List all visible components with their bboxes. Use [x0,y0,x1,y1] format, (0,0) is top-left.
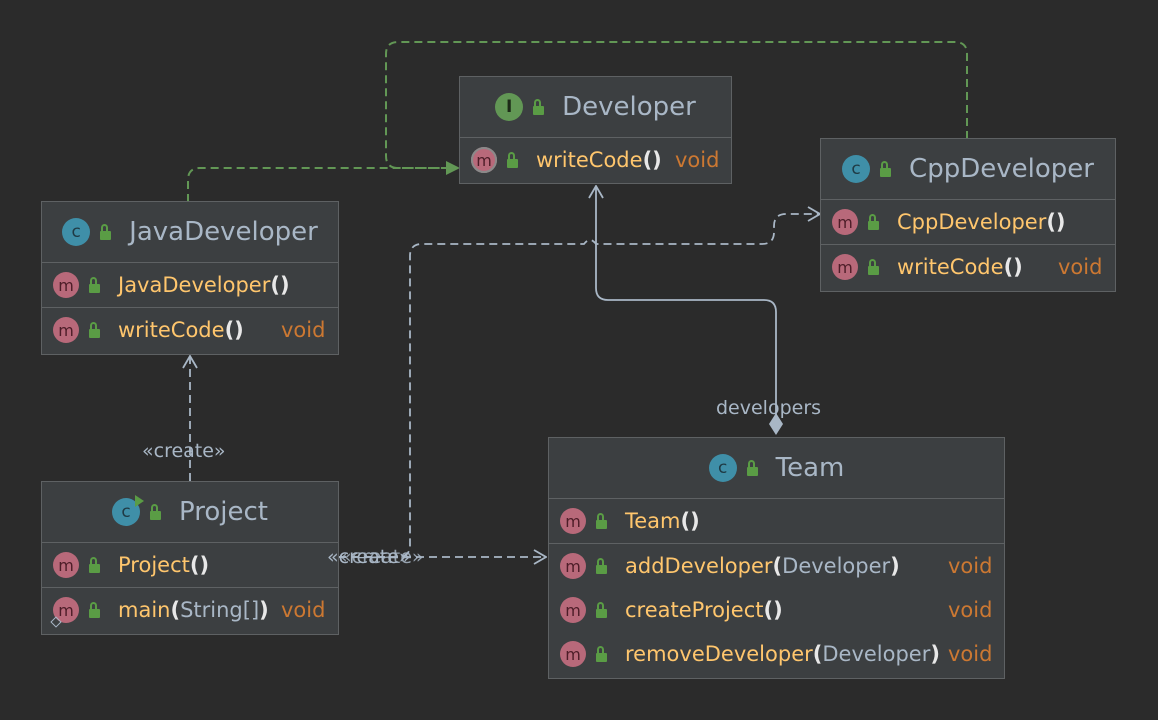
method-icon: m [832,209,858,235]
return-type: void [281,318,326,342]
method-name: addDeveloper(Developer) [625,554,900,578]
method-name: Team() [625,509,700,533]
method-icon: m [560,508,586,534]
class-name: Team [775,453,845,483]
method-icon: m [560,597,586,623]
class-header: c CppDeveloper [821,139,1115,200]
return-type: void [948,598,993,622]
method-row[interactable]: m writeCode() void [460,138,731,182]
method-icon: m [832,254,858,280]
class-header: c JavaDeveloper [42,202,338,263]
class-cpp-developer[interactable]: c CppDeveloper m CppDeveloper() m writeC… [820,138,1116,292]
method-row[interactable]: m JavaDeveloper() [42,263,338,307]
class-header: I Developer [460,77,731,138]
return-type: void [281,598,326,622]
method-row[interactable]: m removeDeveloper(Developer) void [549,632,1004,676]
method-name: writeCode() [897,255,1023,279]
class-name: Developer [562,92,696,122]
interface-icon: I [495,93,524,121]
class-project[interactable]: c Project m Project() m main(String[]) v… [41,481,339,635]
method-name: JavaDeveloper() [118,273,290,297]
method-row[interactable]: m Team() [549,499,1004,543]
return-type: void [675,148,720,172]
return-type: void [948,642,993,666]
class-name: JavaDeveloper [129,217,318,247]
public-lock-icon [89,276,100,293]
runnable-class-icon: c [112,495,145,526]
public-lock-icon [507,151,518,168]
class-icon: c [708,454,737,482]
composition-label: developers [716,397,822,419]
method-icon: m [560,553,586,579]
class-name: CppDeveloper [909,154,1094,184]
public-lock-icon [100,223,112,240]
class-icon: c [62,218,91,246]
class-team[interactable]: c Team m Team() m addDeveloper(Developer… [548,437,1005,679]
public-lock-icon [89,601,100,618]
class-developer[interactable]: I Developer m writeCode() void [459,76,732,184]
public-lock-icon [596,557,607,574]
public-lock-icon [150,503,162,520]
composition-team-developer [596,186,777,418]
method-icon: m [53,597,79,623]
method-row[interactable]: m writeCode() void [821,245,1115,289]
method-name: Project() [118,553,210,577]
method-name: writeCode() [536,148,662,172]
public-lock-icon [89,321,100,338]
return-type: void [948,554,993,578]
public-lock-icon [596,645,607,662]
abstract-method-icon: m [471,147,497,173]
class-icon: c [842,155,871,183]
method-name: removeDeveloper(Developer) [625,642,940,666]
method-name: writeCode() [118,318,244,342]
public-lock-icon [89,556,100,573]
method-icon: m [53,272,79,298]
public-lock-icon [533,98,545,115]
public-lock-icon [596,601,607,618]
public-lock-icon [596,512,607,529]
method-row[interactable]: m writeCode() void [42,308,338,352]
class-header: c Project [42,482,338,543]
method-row[interactable]: m Project() [42,543,338,587]
public-lock-icon [868,213,879,230]
public-lock-icon [868,258,879,275]
method-name: createProject() [625,598,783,622]
method-row[interactable]: m createProject() void [549,588,1004,632]
class-name: Project [179,497,268,527]
public-lock-icon [880,160,892,177]
method-icon: m [53,552,79,578]
method-name: main(String[]) [118,598,269,622]
method-row[interactable]: m addDeveloper(Developer) void [549,544,1004,588]
create-label-project-team: «create» [327,546,411,568]
public-lock-icon [746,459,758,476]
create-label-project-cpp: «create» [340,546,424,568]
create-label-project-java: «create» [142,440,226,462]
method-icon: m [560,641,586,667]
method-icon: m [53,317,79,343]
method-name: CppDeveloper() [897,210,1066,234]
class-java-developer[interactable]: c JavaDeveloper m JavaDeveloper() m writ… [41,201,339,355]
class-header: c Team [549,438,1004,499]
method-row[interactable]: m main(String[]) void [42,588,338,632]
method-row[interactable]: m CppDeveloper() [821,200,1115,244]
return-type: void [1058,255,1103,279]
realization-java-developer [187,161,460,202]
